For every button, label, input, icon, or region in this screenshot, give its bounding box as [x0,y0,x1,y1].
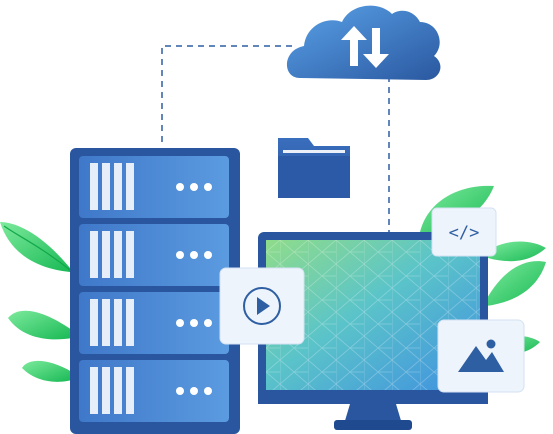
server-unit [79,224,229,286]
code-card: </> [431,207,497,257]
image-card [437,319,525,393]
arrow-up-icon [341,26,367,66]
server-rack [70,148,240,434]
play-icon [243,287,281,325]
leaf-left [0,222,72,382]
status-dots [176,183,212,191]
status-dots [176,251,212,259]
cloud [286,5,441,81]
server-unit [79,360,229,422]
arrow-down-icon [363,28,389,68]
folder-icon [278,138,350,198]
status-dots [176,319,212,327]
code-label: </> [449,223,480,243]
server-unit [79,156,229,218]
image-icon [458,339,504,372]
server-unit [79,292,229,354]
status-dots [176,387,212,395]
connector-lines [161,45,390,232]
video-card [219,267,305,345]
